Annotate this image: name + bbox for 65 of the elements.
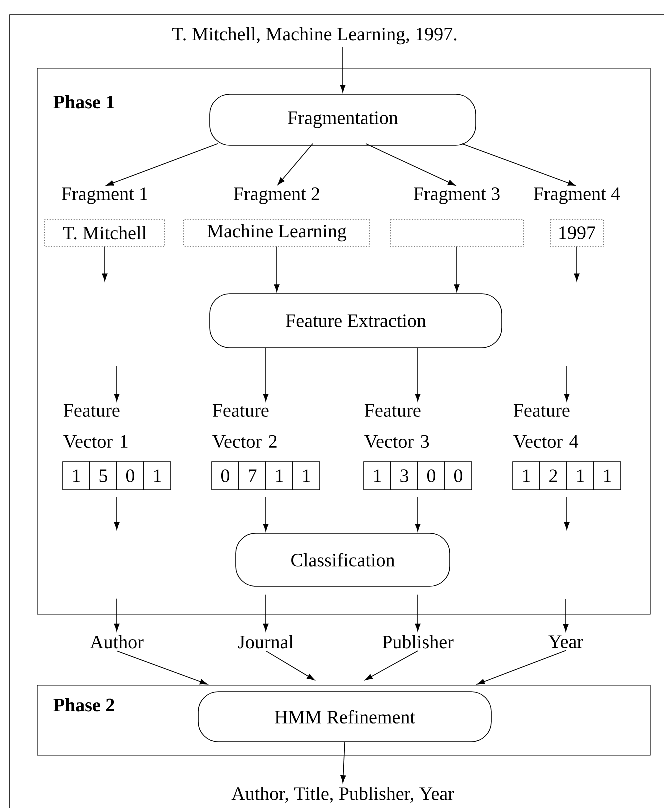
fragment-box: 1997 xyxy=(550,219,604,247)
arrow xyxy=(477,650,566,685)
vector-cell: 7 xyxy=(238,462,266,490)
fragment-box: Machine Learning xyxy=(184,219,370,247)
fragment-heading: Fragment 4 xyxy=(534,188,620,204)
vector-cell: 1 xyxy=(364,462,392,490)
fragment-heading: Fragment 2 xyxy=(234,188,320,204)
vector-cell: 0 xyxy=(116,462,144,490)
vector-heading: Feature Vector 2 xyxy=(212,404,277,448)
vector-cell: 1 xyxy=(594,462,622,490)
arrow xyxy=(415,497,421,532)
result-text: Author, Title, Publisher, Year xyxy=(232,786,454,804)
arrow xyxy=(114,366,120,402)
vector-cell: 2 xyxy=(540,462,568,490)
arrow xyxy=(340,742,346,784)
arrow xyxy=(114,497,120,530)
output-label: Publisher xyxy=(382,635,454,649)
phase-title: Phase 2 xyxy=(54,698,114,712)
arrow xyxy=(564,366,570,402)
fragment-box: T. Mitchell xyxy=(44,219,166,247)
arrow xyxy=(116,650,208,685)
phase-title: Phase 1 xyxy=(54,95,114,109)
vector-cell: 0 xyxy=(212,462,240,490)
arrow xyxy=(462,144,576,186)
arrow xyxy=(278,144,314,186)
arrow xyxy=(102,246,108,282)
vector-cell: 3 xyxy=(390,462,418,490)
arrow xyxy=(263,497,269,532)
vector-cell: 5 xyxy=(90,462,118,490)
vector-heading: Feature Vector 3 xyxy=(364,404,430,448)
vector-cell: 1 xyxy=(566,462,594,490)
vector-cell: 1 xyxy=(62,462,90,490)
arrow xyxy=(563,598,569,632)
arrow xyxy=(106,144,218,186)
arrow xyxy=(574,246,580,282)
vector-heading: Feature Vector 1 xyxy=(64,404,128,448)
citation-text: T. Mitchell, Machine Learning, 1997. xyxy=(172,27,457,45)
arrow xyxy=(114,598,120,632)
arrow xyxy=(274,246,280,292)
fragment-heading: Fragment 3 xyxy=(414,188,500,204)
vector-cell: 1 xyxy=(144,462,172,490)
output-label: Author xyxy=(90,635,144,649)
arrow xyxy=(564,497,570,530)
fragment-heading: Fragment 1 xyxy=(62,188,148,204)
arrow xyxy=(366,144,456,186)
arrow xyxy=(266,650,315,680)
arrow xyxy=(415,348,421,402)
vector-heading: Feature Vector 4 xyxy=(514,404,579,448)
vector-cell: 0 xyxy=(444,462,472,490)
arrow xyxy=(365,650,418,681)
process-box: Fragmentation xyxy=(210,94,476,146)
vector-cell: 1 xyxy=(266,462,294,490)
output-label: Journal xyxy=(238,635,294,649)
vector-cell: 1 xyxy=(512,462,540,490)
process-box: Classification xyxy=(236,533,450,587)
arrow xyxy=(263,594,269,632)
arrow xyxy=(340,46,346,93)
process-box: Feature Extraction xyxy=(210,294,502,348)
process-box: HMM Refinement xyxy=(198,692,492,742)
arrow xyxy=(454,246,460,292)
vector-cell: 1 xyxy=(292,462,320,490)
output-label: Year xyxy=(548,636,584,648)
vector-cell: 0 xyxy=(418,462,446,490)
arrow xyxy=(263,348,269,402)
arrow xyxy=(415,594,421,632)
